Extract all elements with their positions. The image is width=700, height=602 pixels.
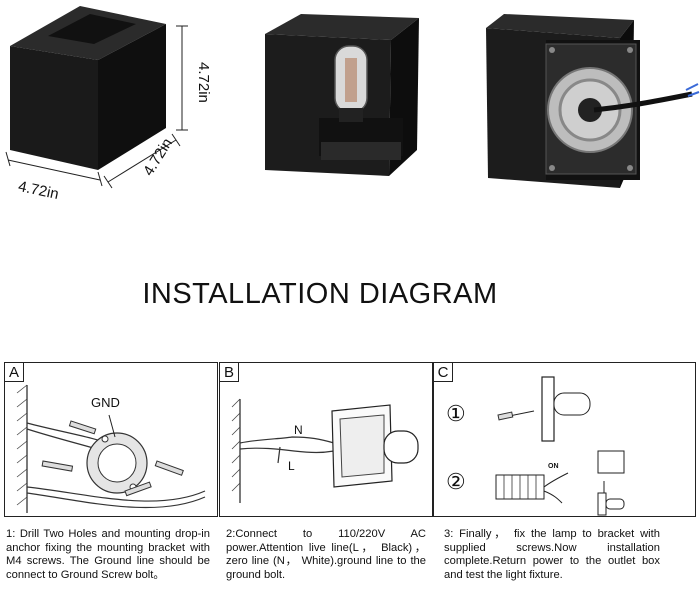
step-2-marker: ② (446, 469, 466, 494)
live-l-callout: L (288, 459, 295, 473)
panel-b-label: B (219, 362, 239, 382)
panel-c-label: C (433, 362, 453, 382)
height-dimension-label: 4.72in (195, 62, 212, 103)
step-3-description: 3: Finally， fix the lamp to bracket with… (444, 528, 660, 581)
lamp-back-plate-view (486, 14, 700, 188)
step-2-description: 2:Connect to 110/220V AC power.Attention… (226, 528, 426, 581)
step-1-description: 1: Drill Two Holes and mounting drop-in … (6, 528, 210, 581)
panel-a-illustration (16, 384, 206, 513)
step-1-marker: ① (446, 401, 466, 426)
panel-b-illustration (231, 398, 419, 503)
neutral-n-callout: N (294, 423, 303, 437)
lamp-cube-dimension-view (5, 6, 188, 189)
panel-b: B N L (219, 362, 433, 517)
gnd-callout: GND (91, 395, 120, 410)
installation-diagram-title: INSTALLATION DIAGRAM (142, 278, 498, 310)
panel-a: A GND (4, 362, 218, 517)
panel-c: C ① ② ON (433, 362, 696, 517)
power-on-callout: ON (548, 463, 559, 470)
lamp-open-front-view (265, 14, 419, 176)
panel-a-label: A (4, 362, 24, 382)
panel-c-illustration (495, 376, 625, 516)
